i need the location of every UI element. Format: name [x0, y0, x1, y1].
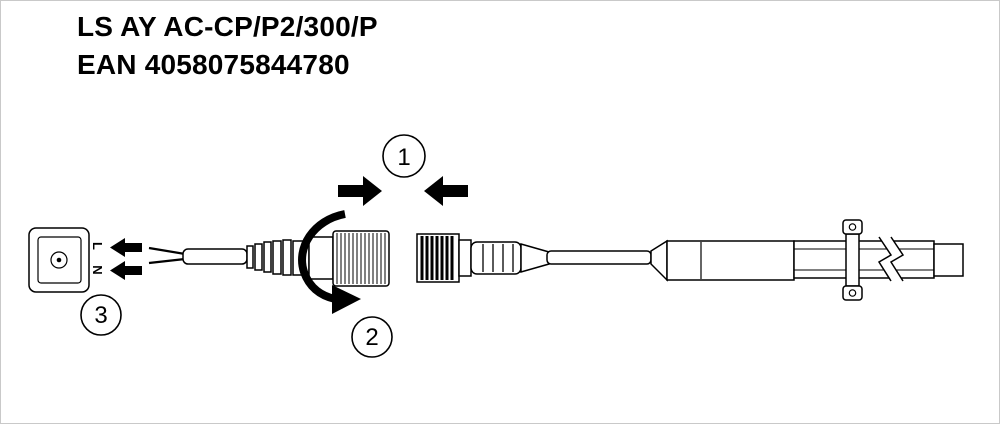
female-connector: [416, 233, 550, 283]
mounting-clip: [842, 219, 863, 301]
product-ean: EAN 4058075844780: [77, 49, 350, 80]
strain-relief-rib: [246, 245, 254, 269]
rotate-arrow-arc-icon: [298, 210, 346, 303]
female-collar: [458, 239, 472, 277]
rotate-arrow: [298, 210, 361, 314]
strain-relief-rib: [263, 241, 272, 273]
break-symbol: [877, 236, 905, 282]
step3-number: 3: [94, 302, 107, 329]
wire-neutral: [148, 257, 186, 265]
device-cable: [546, 250, 652, 265]
wire-insert-arrows: [110, 238, 142, 280]
stripped-wires: [148, 246, 186, 265]
break-zigzag-line: [889, 236, 905, 282]
clip-tab-top: [842, 219, 863, 235]
break-band: [879, 237, 903, 281]
connector-collar: [308, 236, 334, 280]
push-arrow-left-icon: [424, 176, 468, 206]
step3-badge: 3: [80, 294, 122, 336]
terminal-label-neutral: N: [90, 265, 105, 274]
coupling-nut: [332, 230, 390, 287]
strain-relief-rib: [272, 240, 282, 275]
clip-strap: [845, 233, 860, 287]
terminal-screw-center: [56, 257, 62, 263]
product-name: LS AY AC-CP/P2/300/P: [77, 11, 378, 42]
step3-circle: [80, 294, 122, 336]
clip-tab-bottom: [842, 285, 863, 301]
header: LS AY AC-CP/P2/300/P EAN 4058075844780: [77, 9, 378, 81]
insert-arrow-live-icon: [110, 238, 142, 257]
power-cable: [182, 248, 248, 265]
terminal-label-live: L: [90, 242, 105, 250]
mains-plug-inner: [37, 236, 82, 284]
step2-number: 2: [365, 324, 378, 351]
female-taper: [520, 243, 550, 273]
push-arrow-right-icon: [338, 176, 382, 206]
mains-plug: [28, 227, 90, 293]
step1-badge: 1: [382, 134, 426, 178]
strain-relief-rib: [282, 239, 292, 276]
male-connector-assembly: [182, 236, 334, 280]
step2-badge: 2: [351, 316, 393, 358]
clip-screw-hole-top: [848, 223, 857, 231]
driver-housing: [666, 240, 795, 281]
led-tube-profile: [793, 240, 935, 279]
clip-screw-hole-bottom: [848, 289, 857, 297]
step2-circle: [351, 316, 393, 358]
luminaire-body: [650, 239, 795, 282]
cable-entry-cone: [650, 239, 668, 282]
terminal-screw-hole: [50, 251, 68, 269]
break-zigzag-line: [877, 236, 893, 282]
step1-circle: [382, 134, 426, 178]
led-tube: [793, 240, 964, 279]
end-cap: [933, 243, 964, 277]
insert-arrow-neutral-icon: [110, 261, 142, 280]
step1-number: 1: [397, 144, 410, 171]
strain-relief-rib: [254, 243, 263, 271]
rotate-arrow-head-icon: [332, 285, 361, 314]
push-arrows: [338, 176, 468, 206]
wire-live: [148, 246, 186, 256]
